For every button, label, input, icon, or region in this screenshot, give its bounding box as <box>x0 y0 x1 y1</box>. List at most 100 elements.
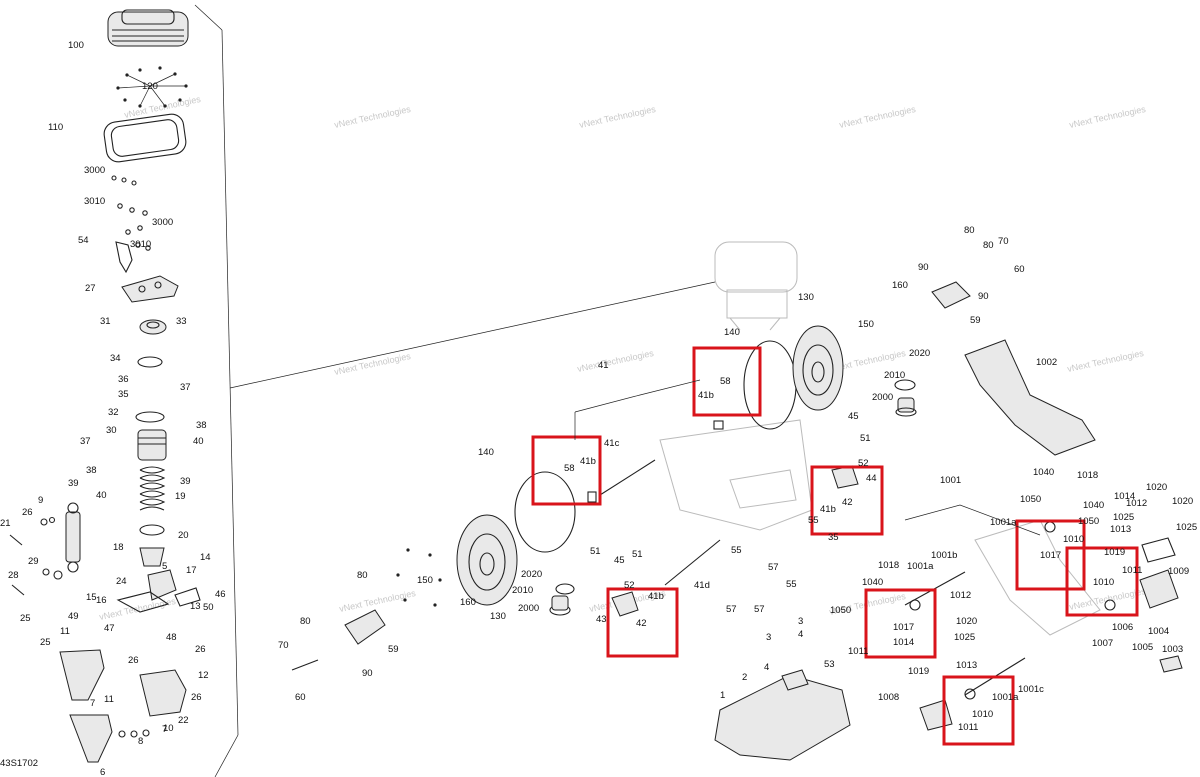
washer-2010-right <box>894 379 916 391</box>
bolt-60-mid <box>291 659 319 671</box>
part-callout-5: 5 <box>162 561 167 572</box>
part-callout-7: 7 <box>90 698 95 709</box>
part-callout-1: 1 <box>720 690 725 701</box>
part-callout-1017: 1017 <box>893 622 914 633</box>
highlight-box-44-42 <box>810 465 884 536</box>
part-callout-52: 52 <box>624 580 635 591</box>
watermark-small: vNext Technologies <box>576 348 655 374</box>
axle-41d <box>664 539 721 586</box>
part-callout-1013: 1013 <box>1110 524 1131 535</box>
part-callout-140: 140 <box>724 327 740 338</box>
part-callout-45: 45 <box>848 411 859 422</box>
part-callout-3010: 3010 <box>130 239 151 250</box>
cup-part <box>139 547 165 567</box>
part-callout-60: 60 <box>1014 264 1025 275</box>
part-callout-38: 38 <box>196 420 207 431</box>
part-callout-3000: 3000 <box>152 217 173 228</box>
part-callout-1019: 1019 <box>908 666 929 677</box>
seal-ring-140-lower <box>514 471 576 553</box>
part-callout-12: 12 <box>198 670 209 681</box>
axle-41c <box>599 459 656 496</box>
left-column-parts <box>9 9 201 763</box>
bolt-cluster <box>116 66 188 108</box>
part-callout-1050: 1050 <box>830 605 851 616</box>
bushing-1017-upper <box>1044 521 1056 533</box>
part-callout-1001: 1001 <box>940 475 961 486</box>
watermark-small: vNext Technologies <box>1068 104 1147 130</box>
part-callout-34: 34 <box>110 353 121 364</box>
part-callout-20: 20 <box>178 530 189 541</box>
part-callout-35: 35 <box>828 532 839 543</box>
highlight-boxes <box>531 346 1139 746</box>
part-callout-1040: 1040 <box>862 577 883 588</box>
part-callout-46: 46 <box>215 589 226 600</box>
part-callout-1001a: 1001a <box>990 517 1017 528</box>
washer-part <box>139 524 165 536</box>
figure-id: 43S1702 <box>0 758 38 769</box>
main-bracket-1 <box>714 674 851 761</box>
part-callout-16: 16 <box>96 595 107 606</box>
pulley-59-right <box>931 281 971 309</box>
bracket-10-part <box>139 669 187 717</box>
small-hardware-cluster <box>111 175 151 251</box>
part-callout-2010: 2010 <box>512 585 533 596</box>
part-callout-41c: 41c <box>604 438 620 449</box>
part-callout-26: 26 <box>128 655 139 666</box>
part-callout-2: 2 <box>742 672 747 683</box>
part-callout-19: 19 <box>175 491 186 502</box>
part-callout-59: 59 <box>970 315 981 326</box>
part-callout-45: 45 <box>614 555 625 566</box>
part-callout-1011: 1011 <box>848 646 868 657</box>
part-callout-1012: 1012 <box>1126 498 1147 509</box>
part-callout-41b: 41b <box>820 504 836 515</box>
part-callout-1010: 1010 <box>972 709 993 720</box>
pulley-59-mid <box>344 609 386 645</box>
part-callout-130: 130 <box>490 611 506 622</box>
plate-1009 <box>1139 569 1179 609</box>
bushing-41b-upper <box>713 420 724 430</box>
part-callout-40: 40 <box>96 490 107 501</box>
valve-cover-part <box>107 9 189 47</box>
part-callout-4: 4 <box>798 629 803 640</box>
part-callout-25: 25 <box>40 637 51 648</box>
part-callout-51: 51 <box>860 433 871 444</box>
part-callout-57: 57 <box>754 604 765 615</box>
part-callout-1050: 1050 <box>1078 516 1099 527</box>
part-callout-3: 3 <box>798 616 803 627</box>
part-callout-2000: 2000 <box>872 392 893 403</box>
highlight-box-1017-upper <box>1015 519 1086 591</box>
part-callout-17: 17 <box>186 565 197 576</box>
bracket-1008 <box>919 699 953 731</box>
part-callout-1025: 1025 <box>1113 512 1134 523</box>
part-callout-41d: 41d <box>694 580 710 591</box>
ring-part <box>135 411 165 423</box>
part-callout-21: 21 <box>0 518 11 529</box>
watermark-small: vNext Technologies <box>1066 348 1145 374</box>
highlight-box-1017-lower <box>864 588 937 659</box>
part-callout-30: 30 <box>106 425 117 436</box>
part-callout-55: 55 <box>731 545 742 556</box>
shock-absorber-part <box>65 502 81 573</box>
part-callout-1025: 1025 <box>954 632 975 643</box>
part-callout-1011: 1011 <box>958 722 978 733</box>
watermark-small: vNext Technologies <box>333 351 412 377</box>
part-callout-22: 22 <box>178 715 189 726</box>
bracket-part <box>115 241 133 274</box>
part-callout-1001c: 1001c <box>1018 684 1044 695</box>
bracket-2 <box>781 669 809 691</box>
bushing-1010-right <box>1104 599 1116 611</box>
cover-gasket-part <box>103 113 187 163</box>
part-callout-26: 26 <box>195 644 206 655</box>
part-callout-48: 48 <box>166 632 177 643</box>
rocker-housing-part <box>121 275 179 303</box>
part-callout-1007: 1007 <box>1092 638 1113 649</box>
ghost-swingarm <box>659 419 813 531</box>
part-callout-58: 58 <box>720 376 731 387</box>
part-callout-54: 54 <box>78 235 89 246</box>
part-callout-1019: 1019 <box>1104 547 1125 558</box>
part-callout-57: 57 <box>726 604 737 615</box>
part-callout-1010: 1010 <box>1093 577 1114 588</box>
part-callout-37: 37 <box>180 382 191 393</box>
part-callout-11: 11 <box>60 626 70 637</box>
